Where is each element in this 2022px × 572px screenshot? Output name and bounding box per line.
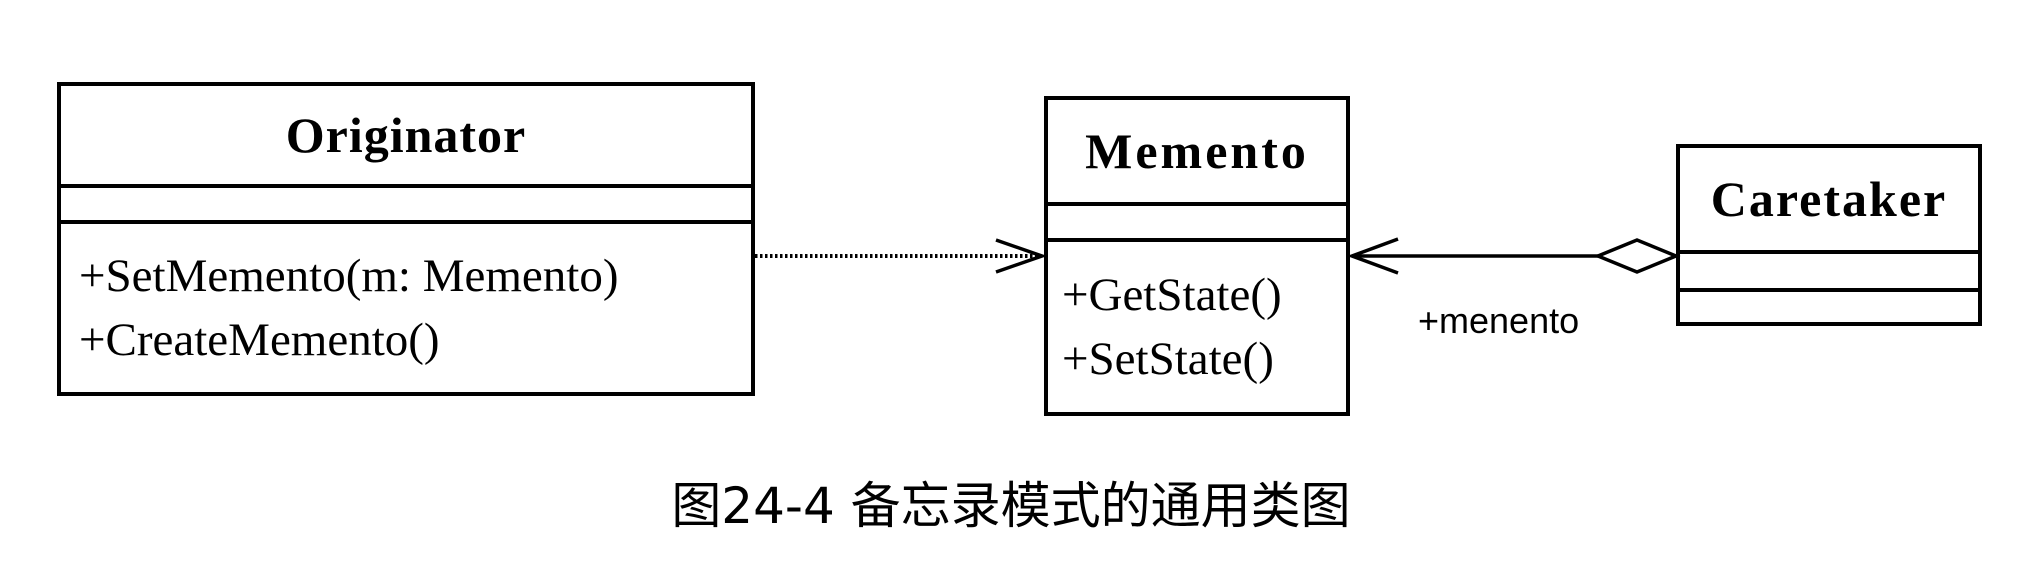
memento-class-name: Memento [1048,100,1346,206]
originator-operations-compartment: +SetMemento(m: Memento) +CreateMemento() [61,224,751,392]
caretaker-class-name: Caretaker [1680,148,1978,254]
memento-operation-get-state: +GetState() [1062,269,1282,321]
memento-attributes-compartment [1048,206,1346,242]
originator-class-name: Originator [61,86,751,188]
dependency-arrowhead [995,238,1048,274]
memento-class: Memento +GetState() +SetState() [1044,96,1350,416]
figure-caption: 图24-4 备忘录模式的通用类图 [671,477,1351,535]
aggregation-role-label: +menento [1418,300,1580,341]
memento-operation-set-state: +SetState() [1062,333,1274,385]
originator-operation-create-memento: +CreateMemento() [79,314,440,366]
memento-operations-compartment: +GetState() +SetState() [1048,242,1346,412]
caretaker-class: Caretaker [1676,144,1982,326]
aggregation-diamond [1593,238,1681,274]
originator-class: Originator +SetMemento(m: Memento) +Crea… [57,82,755,396]
aggregation-arrowhead [1346,237,1399,275]
aggregation-association [1346,237,1681,275]
dependency-arrow [755,238,1048,274]
originator-operation-set-memento: +SetMemento(m: Memento) [79,250,619,302]
caretaker-attributes-compartment [1680,254,1978,292]
originator-attributes-compartment [61,188,751,224]
caretaker-operations-compartment [1680,292,1978,322]
